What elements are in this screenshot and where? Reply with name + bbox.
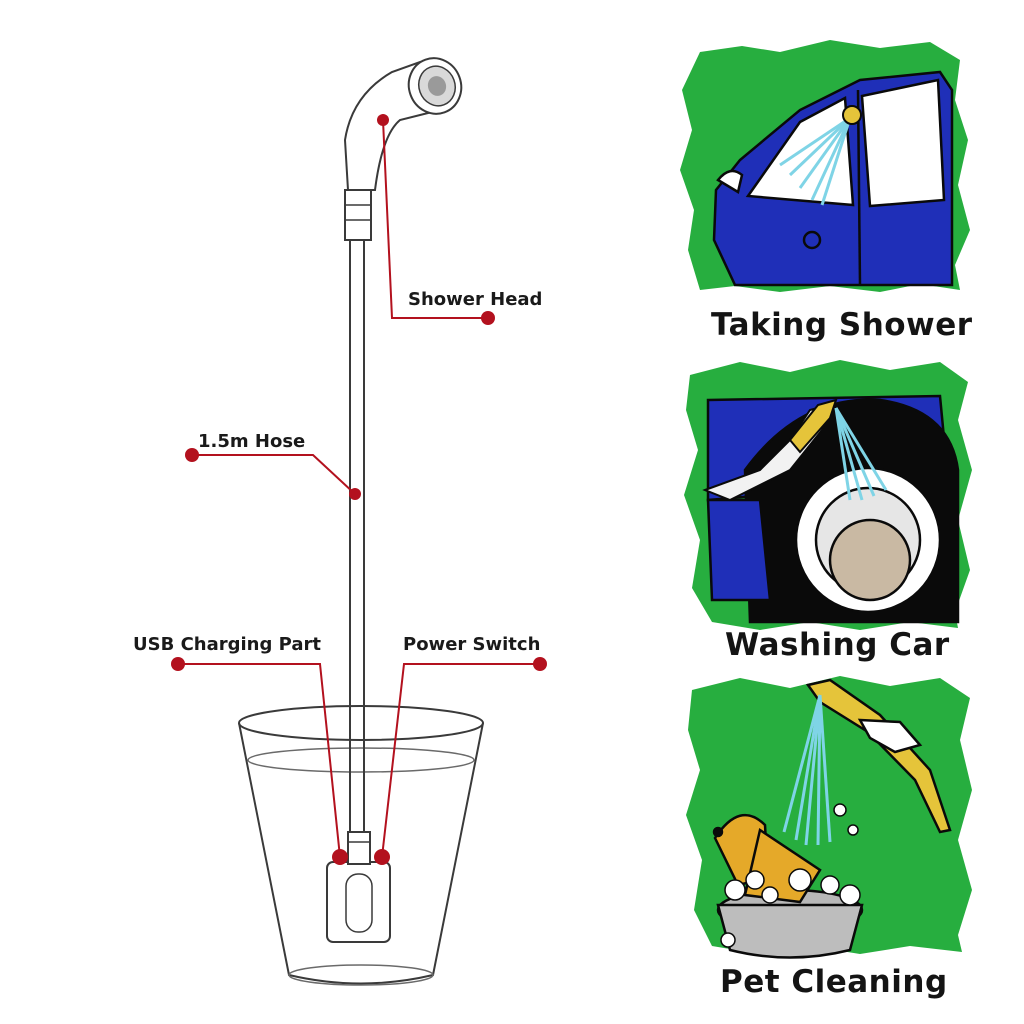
car-water-spray [834, 407, 888, 501]
label-hose: 1.5m Hose [198, 431, 305, 452]
leader-switch [381, 663, 540, 858]
dot-hose [349, 488, 361, 500]
water-spray [779, 116, 852, 206]
callout-leaders [178, 119, 540, 858]
panel-pet-cleaning: Pet Cleaning [686, 676, 972, 1000]
label-power-switch: Power Switch [403, 634, 540, 655]
callout-dots [171, 114, 547, 865]
caption-washing-car: Washing Car [725, 627, 950, 663]
dot-shower-head [377, 114, 389, 126]
caption-taking-shower: Taking Shower [711, 307, 973, 343]
shower-product-diagram: Shower Head 1.5m Hose USB Charging Part … [133, 57, 547, 986]
panel-taking-shower: Taking Shower [680, 40, 973, 343]
hose [349, 240, 365, 832]
pet-water-spray [782, 694, 832, 846]
label-usb-charging: USB Charging Part [133, 634, 321, 655]
leader-usb [178, 663, 341, 858]
leader-hose [192, 454, 356, 495]
car-wheel-illustration [706, 394, 960, 624]
dot-usb-end [171, 657, 185, 671]
shower-head [343, 57, 463, 241]
dot-usb [332, 849, 348, 865]
dot-shower-head-end [481, 311, 495, 325]
dot-switch-end [533, 657, 547, 671]
caption-pet-cleaning: Pet Cleaning [720, 964, 948, 1000]
leader-shower-head [382, 119, 488, 319]
pump-unit [326, 831, 391, 943]
dot-hose-end [185, 448, 199, 462]
nozzle-mini [788, 398, 838, 454]
dot-switch [374, 849, 390, 865]
panel-washing-car: Washing Car [684, 360, 972, 663]
shower-head-mini [842, 105, 862, 125]
water-bucket [238, 705, 484, 986]
bubbles [720, 803, 861, 948]
label-shower-head: Shower Head [408, 289, 542, 310]
